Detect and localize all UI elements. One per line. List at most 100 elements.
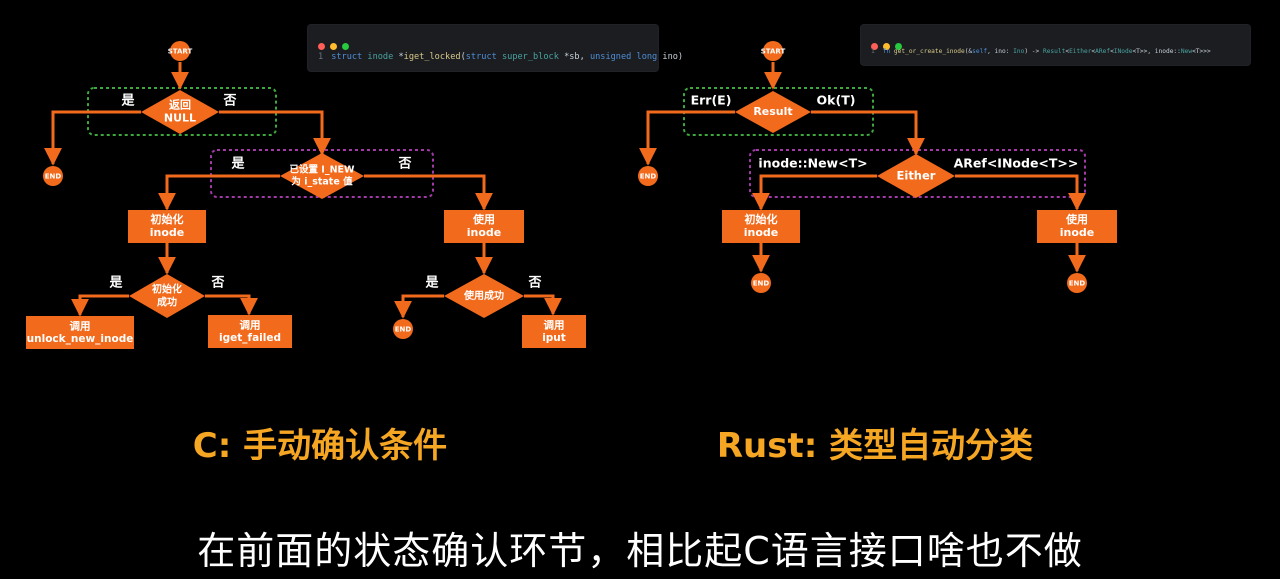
rust-use-inode-box-text: inode — [1060, 226, 1095, 239]
c-arrow-init-yes — [71, 294, 129, 317]
c-code-token: iget_locked — [403, 52, 461, 62]
minimize-dot-icon — [883, 43, 890, 50]
rust-result-decision — [735, 91, 811, 133]
c-init-success-decision — [129, 274, 205, 318]
c-code-token: super_block — [501, 52, 565, 62]
c-init-success-decision-text: 成功 — [157, 296, 177, 309]
c-code-token: ino — [662, 52, 678, 62]
rust-code-token: self — [972, 48, 988, 55]
rust-init-inode-box-text: 初始化 — [745, 212, 778, 226]
rust-use-inode-box-text: 使用 — [1065, 212, 1088, 226]
rust-err-label: Err(E) — [691, 93, 732, 108]
rust-code-token: Ino — [1013, 48, 1025, 55]
c-end-node-2-label: END — [395, 326, 412, 334]
c-null-no-label: 否 — [222, 94, 236, 109]
c-use-inode-box — [444, 210, 524, 243]
rust-code-token: INode — [1113, 48, 1133, 55]
c-null-yes-label: 是 — [120, 94, 135, 109]
c-start-node-label: START — [168, 48, 193, 56]
c-init-inode-box — [128, 210, 206, 243]
c-code-token: long — [636, 52, 663, 62]
c-arrow-use-yes — [394, 294, 444, 319]
c-code-token: ) — [677, 52, 684, 62]
rust-code-token: ) -> — [1024, 48, 1043, 55]
rust-either-decision — [877, 154, 955, 198]
rust-either-decision-text: Either — [897, 169, 936, 183]
line-number: 1 — [871, 48, 875, 55]
zoom-dot-icon — [342, 43, 349, 50]
rust-end-node-1 — [638, 166, 658, 186]
c-use-inode-box-text: inode — [467, 226, 502, 239]
rust-end-node-1-label: END — [640, 173, 657, 181]
c-code-token: inode — [367, 52, 399, 62]
rust-aref-label: ARef<INode<T>> — [954, 156, 1079, 171]
line-number: 1 — [318, 52, 324, 62]
c-arrow-inew-no — [364, 174, 493, 211]
rust-code-token: <T>>> — [1192, 48, 1211, 55]
minimize-dot-icon — [330, 43, 337, 50]
c-inew-yes-label: 是 — [230, 157, 245, 172]
c-iput-box-text: iput — [542, 332, 566, 344]
c-iput-box — [522, 315, 586, 348]
subtitle: 在前面的状态确认环节，相比起C语言接口啥也不做 — [197, 529, 1083, 573]
zoom-dot-icon — [895, 43, 902, 50]
c-arrow-inew-yes — [158, 174, 280, 211]
rust-ok-label: Ok(T) — [817, 93, 856, 108]
c-inew-decision-text: 为 i_state 值 — [291, 176, 353, 188]
c-null-decision — [141, 90, 219, 134]
rust-arrow-new — [752, 174, 877, 211]
c-iput-box-text: 调用 — [544, 318, 565, 331]
c-iget-failed-box-text: iget_failed — [219, 332, 281, 344]
c-code-token: *sb, — [564, 52, 590, 62]
c-arrow-null-yes — [44, 110, 141, 166]
c-arrow-null-no — [219, 110, 331, 156]
c-null-decision-text: 返回 — [169, 98, 191, 112]
rust-code-token: < — [1065, 48, 1070, 55]
c-code-token: struct — [465, 52, 502, 62]
c-inew-no-label: 否 — [397, 157, 411, 172]
c-unlock-new-inode-box-text: unlock_new_inode — [27, 333, 134, 345]
c-use-success-decision — [444, 274, 524, 318]
c-inew-decision — [280, 153, 364, 199]
rust-code-token: fn — [882, 48, 894, 55]
rust-code-token: get_or_create_inode — [893, 48, 965, 55]
c-init-yes-label: 是 — [108, 276, 123, 291]
rust-code-token: < — [1110, 48, 1114, 55]
c-end-node-1 — [43, 166, 63, 186]
rust-code-token: (& — [964, 48, 973, 55]
rust-result-decision-text: Result — [753, 105, 792, 118]
c-start-node — [170, 41, 190, 61]
c-iget-failed-box-text: 调用 — [240, 318, 261, 331]
c-code-token: * — [398, 52, 404, 62]
c-init-inode-box-text: 初始化 — [151, 212, 184, 226]
rust-code-token: <T>>, inode:: — [1132, 48, 1181, 55]
rust-code-token: , ino: — [987, 48, 1014, 55]
rust-signature-code: 1 fn get_or_create_inode(&self, ino: Ino)… — [871, 48, 1211, 55]
rust-init-inode-box-text: inode — [744, 226, 779, 239]
rust-start-node — [763, 41, 783, 61]
c-inew-decision-text: 已设置 I_NEW — [289, 164, 355, 176]
c-use-no-label: 否 — [527, 276, 541, 291]
c-code-token: ( — [460, 52, 466, 62]
c-init-success-decision-text: 初始化 — [152, 283, 182, 296]
rust-code-token: Result — [1042, 48, 1066, 55]
window-controls — [318, 35, 354, 50]
rust-init-inode-box — [722, 210, 800, 243]
rust-caption: Rust: 类型自动分类 — [716, 426, 1034, 466]
rust-end-node-3-label: END — [1069, 280, 1086, 288]
c-null-decision-text: NULL — [164, 112, 196, 125]
rust-code-window: 1 fn get_or_create_inode(&self, ino: Ino)… — [861, 25, 1250, 65]
rust-arrow-aref — [955, 174, 1086, 211]
c-init-inode-box-text: inode — [150, 226, 185, 239]
close-dot-icon — [318, 43, 325, 50]
c-unlock-new-inode-box-text: 调用 — [70, 319, 91, 332]
c-code-token: struct — [331, 52, 368, 62]
rust-end-node-2 — [751, 273, 771, 293]
rust-either-group — [749, 149, 1086, 198]
rust-use-inode-box — [1037, 210, 1117, 243]
c-arrow-use-no — [524, 294, 562, 316]
rust-arrow-err — [639, 110, 735, 166]
close-dot-icon — [871, 43, 878, 50]
